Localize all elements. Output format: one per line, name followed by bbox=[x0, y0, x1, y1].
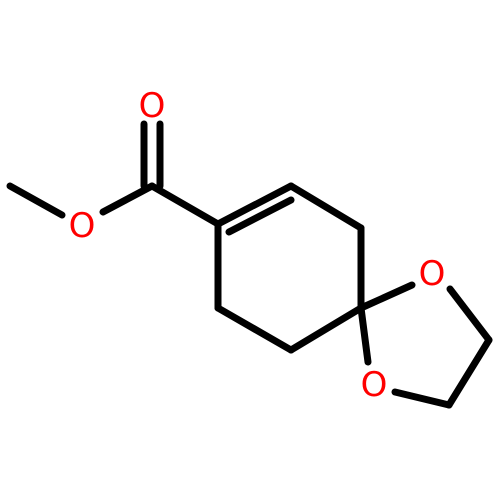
bond-spiro-o-bottom bbox=[357, 304, 372, 366]
atom-label-ester-oxygen: O bbox=[69, 206, 96, 246]
bond-ring-double-outer bbox=[214, 182, 295, 228]
bond-spiro-o-top bbox=[357, 281, 416, 312]
bond-ring-c2-c3 bbox=[287, 182, 365, 232]
bond-spiro-c5 bbox=[287, 304, 365, 354]
bond-ring-double-inner bbox=[225, 196, 295, 236]
bond-ring-c5-c6 bbox=[214, 304, 295, 354]
bond-ester-o-carbonyl-c bbox=[99, 182, 156, 216]
atom-label-ring-oxygen-top: O bbox=[419, 254, 446, 294]
bonds bbox=[6, 120, 493, 409]
atom-label-ring-oxygen-bottom: O bbox=[361, 365, 388, 405]
atom-labels: O O O O bbox=[69, 86, 446, 405]
bond-o-top-ch2 bbox=[446, 285, 493, 344]
bond-methyl-ester-o bbox=[6, 182, 66, 219]
bond-ch2-o-bottom bbox=[391, 388, 453, 409]
bond-carbonyl-c-ring bbox=[148, 182, 222, 228]
bond-dioxolane-ch2-ch2 bbox=[445, 336, 493, 409]
atom-label-carbonyl-oxygen: O bbox=[139, 86, 166, 126]
